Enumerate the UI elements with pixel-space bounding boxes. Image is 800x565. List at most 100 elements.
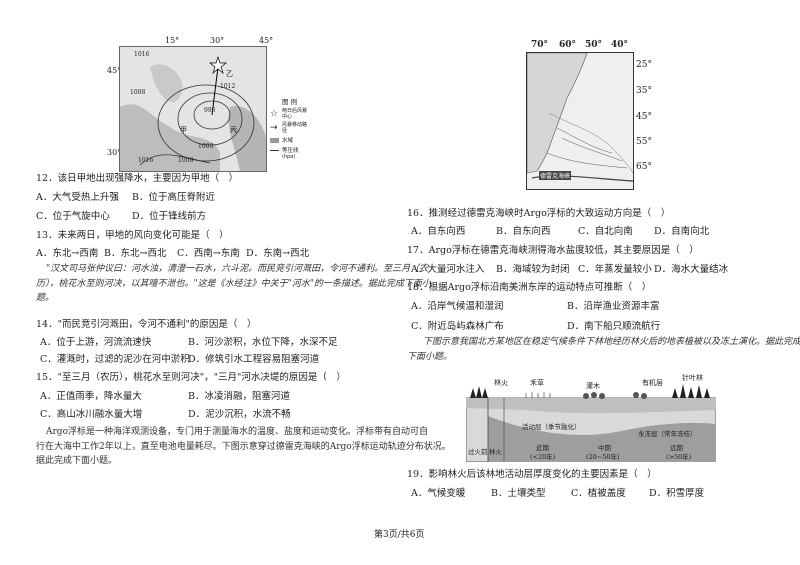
label-organic-layer: 有机层 [642, 379, 663, 387]
option-c: C．位于气旋中心 [36, 211, 110, 222]
isobar-line [177, 92, 243, 146]
continent-shape [527, 53, 588, 174]
option-d: D．海水大量结冰 [654, 264, 729, 275]
organic-layer [466, 398, 716, 414]
isobar-label: 1008 [130, 89, 146, 96]
label-near-term-range: (<20年) [530, 453, 556, 461]
weather-map: 1016 1008 1000 996 1008 1016 1012 甲 乙 丙 [119, 46, 267, 172]
legend-item: 风暴移动路径 [282, 122, 308, 134]
lon-label: 60° [559, 40, 577, 50]
passage-hanwen: "汉文司马张仲议曰：河水浊，清澄一石水，六斗泥。而民竞引河溉田，令河不通利。至三… [36, 262, 431, 306]
lon-label: 40° [611, 40, 629, 50]
option-d: D．南下船只顺流航行 [567, 321, 661, 332]
shrub-icons [583, 392, 647, 399]
arrow-icon: → [270, 123, 278, 133]
lat-label: 35° [636, 86, 652, 96]
option-d: D．东南→西北 [246, 248, 310, 259]
permafrost-svg [465, 384, 717, 463]
option-d: D．积雪厚度 [649, 488, 705, 499]
lon-label: 50° [585, 40, 603, 50]
legend-item: 两日后风暴中心 [282, 108, 308, 120]
legend-title: 图 例 [282, 98, 298, 106]
south-america-svg [527, 53, 633, 182]
label-mid-term: 中期 [598, 444, 611, 452]
option-d: D．泥沙沉积，水流不畅 [188, 409, 291, 420]
south-america-map: 德雷克海峡 [526, 52, 634, 190]
label-mid-term-range: (20~50年) [586, 453, 620, 461]
page-footer: 第3页/共6页 [374, 530, 425, 540]
option-d: D．位于锋线前方 [132, 211, 207, 222]
label-long-term-range: (>50年) [666, 453, 692, 461]
question-19-stem: 19．影响林火后该林地活动层厚度变化的主要因素是（ ） [407, 469, 657, 480]
option-d: D．修筑引水工程容易阻塞河道 [188, 354, 320, 365]
weather-map-svg [120, 55, 266, 171]
question-18-stem: 18．根据Argo浮标沿南美洲东岸的运动特点可推断（ ） [407, 282, 652, 293]
option-a: A．位于上游，河流流速快 [40, 337, 152, 348]
float-track [548, 112, 633, 174]
isobar-line [139, 154, 211, 166]
passage-argo: Argo浮标是一种海洋观测设备，专门用于测量海水的温度、盐度和运动变化。浮标带有… [36, 425, 451, 469]
question-15-stem: 15．"至三月（农历），桃花水至则河决"，"三月"河水决堤的原因是（ ） [36, 372, 346, 383]
passage-permafrost: 下图示意我国北方某地区在稳定气候条件下林地经历林火后的地表植被以及冻土演化。据此… [407, 335, 800, 364]
question-13-stem: 13．未来两日，甲地的风向变化可能是（ ） [36, 230, 229, 241]
option-c: C．自北向南 [578, 226, 633, 237]
south-america-map-figure: 70° 60° 50° 40° 德雷克海峡 25° 35° 45° 55° 65… [526, 38, 686, 190]
storm-path [211, 66, 219, 116]
option-b: B．位于高压脊附近 [132, 192, 215, 203]
isobar-label: 1012 [220, 83, 236, 90]
tree-icons [470, 384, 710, 398]
lat-label: 25° [636, 60, 652, 70]
passage-line: Argo浮标是一种海洋观测设备，专门用于测量海水的温度、盐度和运动变化。浮标带有… [46, 427, 428, 437]
option-b: B．自东向西 [496, 226, 551, 237]
permafrost-diagram: 林火 禾草 灌木 有机层 针叶林 过火前 林火 活动层（季节融化） 永冻层（常年… [465, 374, 717, 463]
label-near-term: 近期 [536, 444, 549, 452]
label-active-layer: 活动层（季节融化） [522, 423, 581, 431]
option-a: A．气候变暖 [411, 488, 466, 499]
isobar-label: 1016 [134, 51, 150, 58]
option-b: B．土壤类型 [491, 488, 546, 499]
grass-icons [525, 392, 551, 398]
label-fire: 林火 [494, 379, 508, 387]
option-b: B．东北→西北 [104, 248, 167, 259]
option-a: A．大气受热上升强 [36, 192, 119, 203]
lat-label: 65° [636, 162, 652, 172]
land-shade [228, 106, 266, 171]
isobar-label: 1016 [138, 157, 154, 164]
water-swatch-icon [270, 137, 279, 143]
option-b: B．海域较为封闭 [496, 264, 570, 275]
option-c: C．附近岛屿森林广布 [411, 321, 504, 332]
lon-label: 70° [531, 40, 549, 50]
current-label: 德雷克海峡 [539, 171, 572, 180]
label-conifer: 针叶林 [682, 374, 703, 382]
star-icon: ☆ [270, 109, 279, 119]
lat-label: 55° [636, 137, 652, 147]
option-a: A．正值雨季，降水量大 [40, 391, 142, 402]
label-fire-col: 林火 [489, 448, 502, 456]
option-c: C．西南→东南 [177, 248, 240, 259]
option-c: C．高山冰川融水量大增 [40, 409, 143, 420]
option-c: C．年蒸发量较小 [578, 264, 652, 275]
label-shrub: 灌木 [586, 382, 600, 390]
legend-item: 等压线 [282, 148, 299, 154]
isobar-line [193, 100, 231, 130]
option-a: A．沿岸气候温和湿润 [411, 301, 504, 312]
isobar-label: 996 [204, 107, 216, 114]
passage-line: "汉文司马张仲议曰：河水浊，清澄一石水，六斗泥。而民竞引河溉田，令河不通利。至三… [46, 264, 429, 274]
label-long-term: 远期 [670, 444, 683, 452]
lon-label: 15° [165, 36, 180, 45]
passage-line: 下面小题。 [407, 351, 453, 362]
legend-item: 水域 [282, 138, 294, 144]
option-a: A．自东向西 [411, 226, 466, 237]
label-before-fire: 过火前 [468, 448, 488, 456]
legend-unit: (hpa) [282, 154, 296, 160]
lon-label: 30° [210, 36, 225, 45]
lat-label: 45° [107, 66, 122, 75]
place-label: 乙 [226, 70, 233, 78]
storm-center-star-icon [209, 55, 227, 75]
lat-label: 30° [107, 148, 122, 157]
land-shade [120, 104, 220, 171]
land-shade [150, 64, 183, 103]
weather-map-figure: 15° 30° 45° 45° 30° 1016 1008 1000 996 1… [107, 36, 307, 172]
option-b: B．河沙淤积，水位下降，水深不足 [188, 337, 338, 348]
option-c: C．植被盖度 [571, 488, 626, 499]
